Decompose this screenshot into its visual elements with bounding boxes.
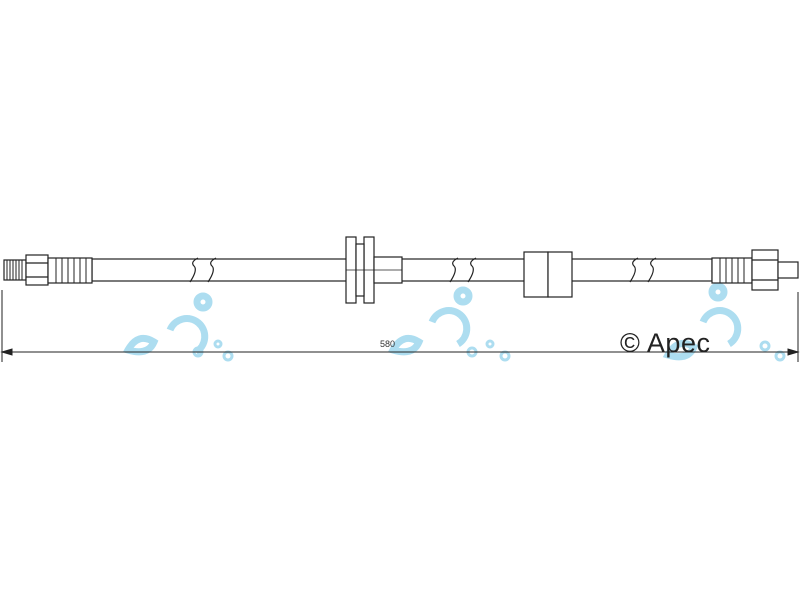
break-gaps	[198, 260, 646, 280]
break-marks	[189, 257, 657, 283]
brand-logo: © Apec	[620, 328, 710, 359]
watermark-logo	[122, 292, 234, 362]
dimension-label: 580	[380, 339, 396, 349]
left-ferrule-knurl	[55, 258, 87, 283]
left-thread-lines	[6, 260, 23, 280]
left-nut	[25, 254, 49, 286]
right-ferrule-knurl	[719, 258, 745, 283]
right-tip	[777, 261, 799, 279]
dimension-line	[0, 290, 800, 362]
right-nut	[751, 249, 779, 291]
copyright-symbol: ©	[620, 328, 641, 358]
sleeve-block-left	[523, 251, 549, 298]
left-ferrule	[47, 257, 93, 284]
brand-name: Apec	[646, 328, 711, 358]
watermark-logo	[387, 286, 511, 362]
sleeve-block-right	[547, 251, 573, 298]
